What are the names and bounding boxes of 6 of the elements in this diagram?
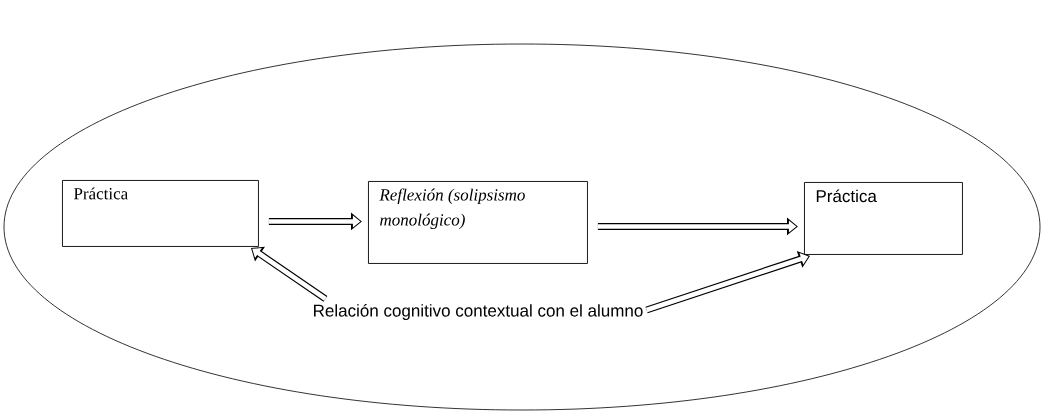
text-box: Práctica xyxy=(804,182,963,255)
label-text: Relación cognitivo contextual con el alumno xyxy=(314,304,643,321)
ellipse-outline xyxy=(3,43,1041,411)
text-box: Práctica xyxy=(62,180,259,247)
text-box: Reflexión (solipsismo monológico) xyxy=(368,181,588,264)
double-arrow xyxy=(645,250,810,314)
